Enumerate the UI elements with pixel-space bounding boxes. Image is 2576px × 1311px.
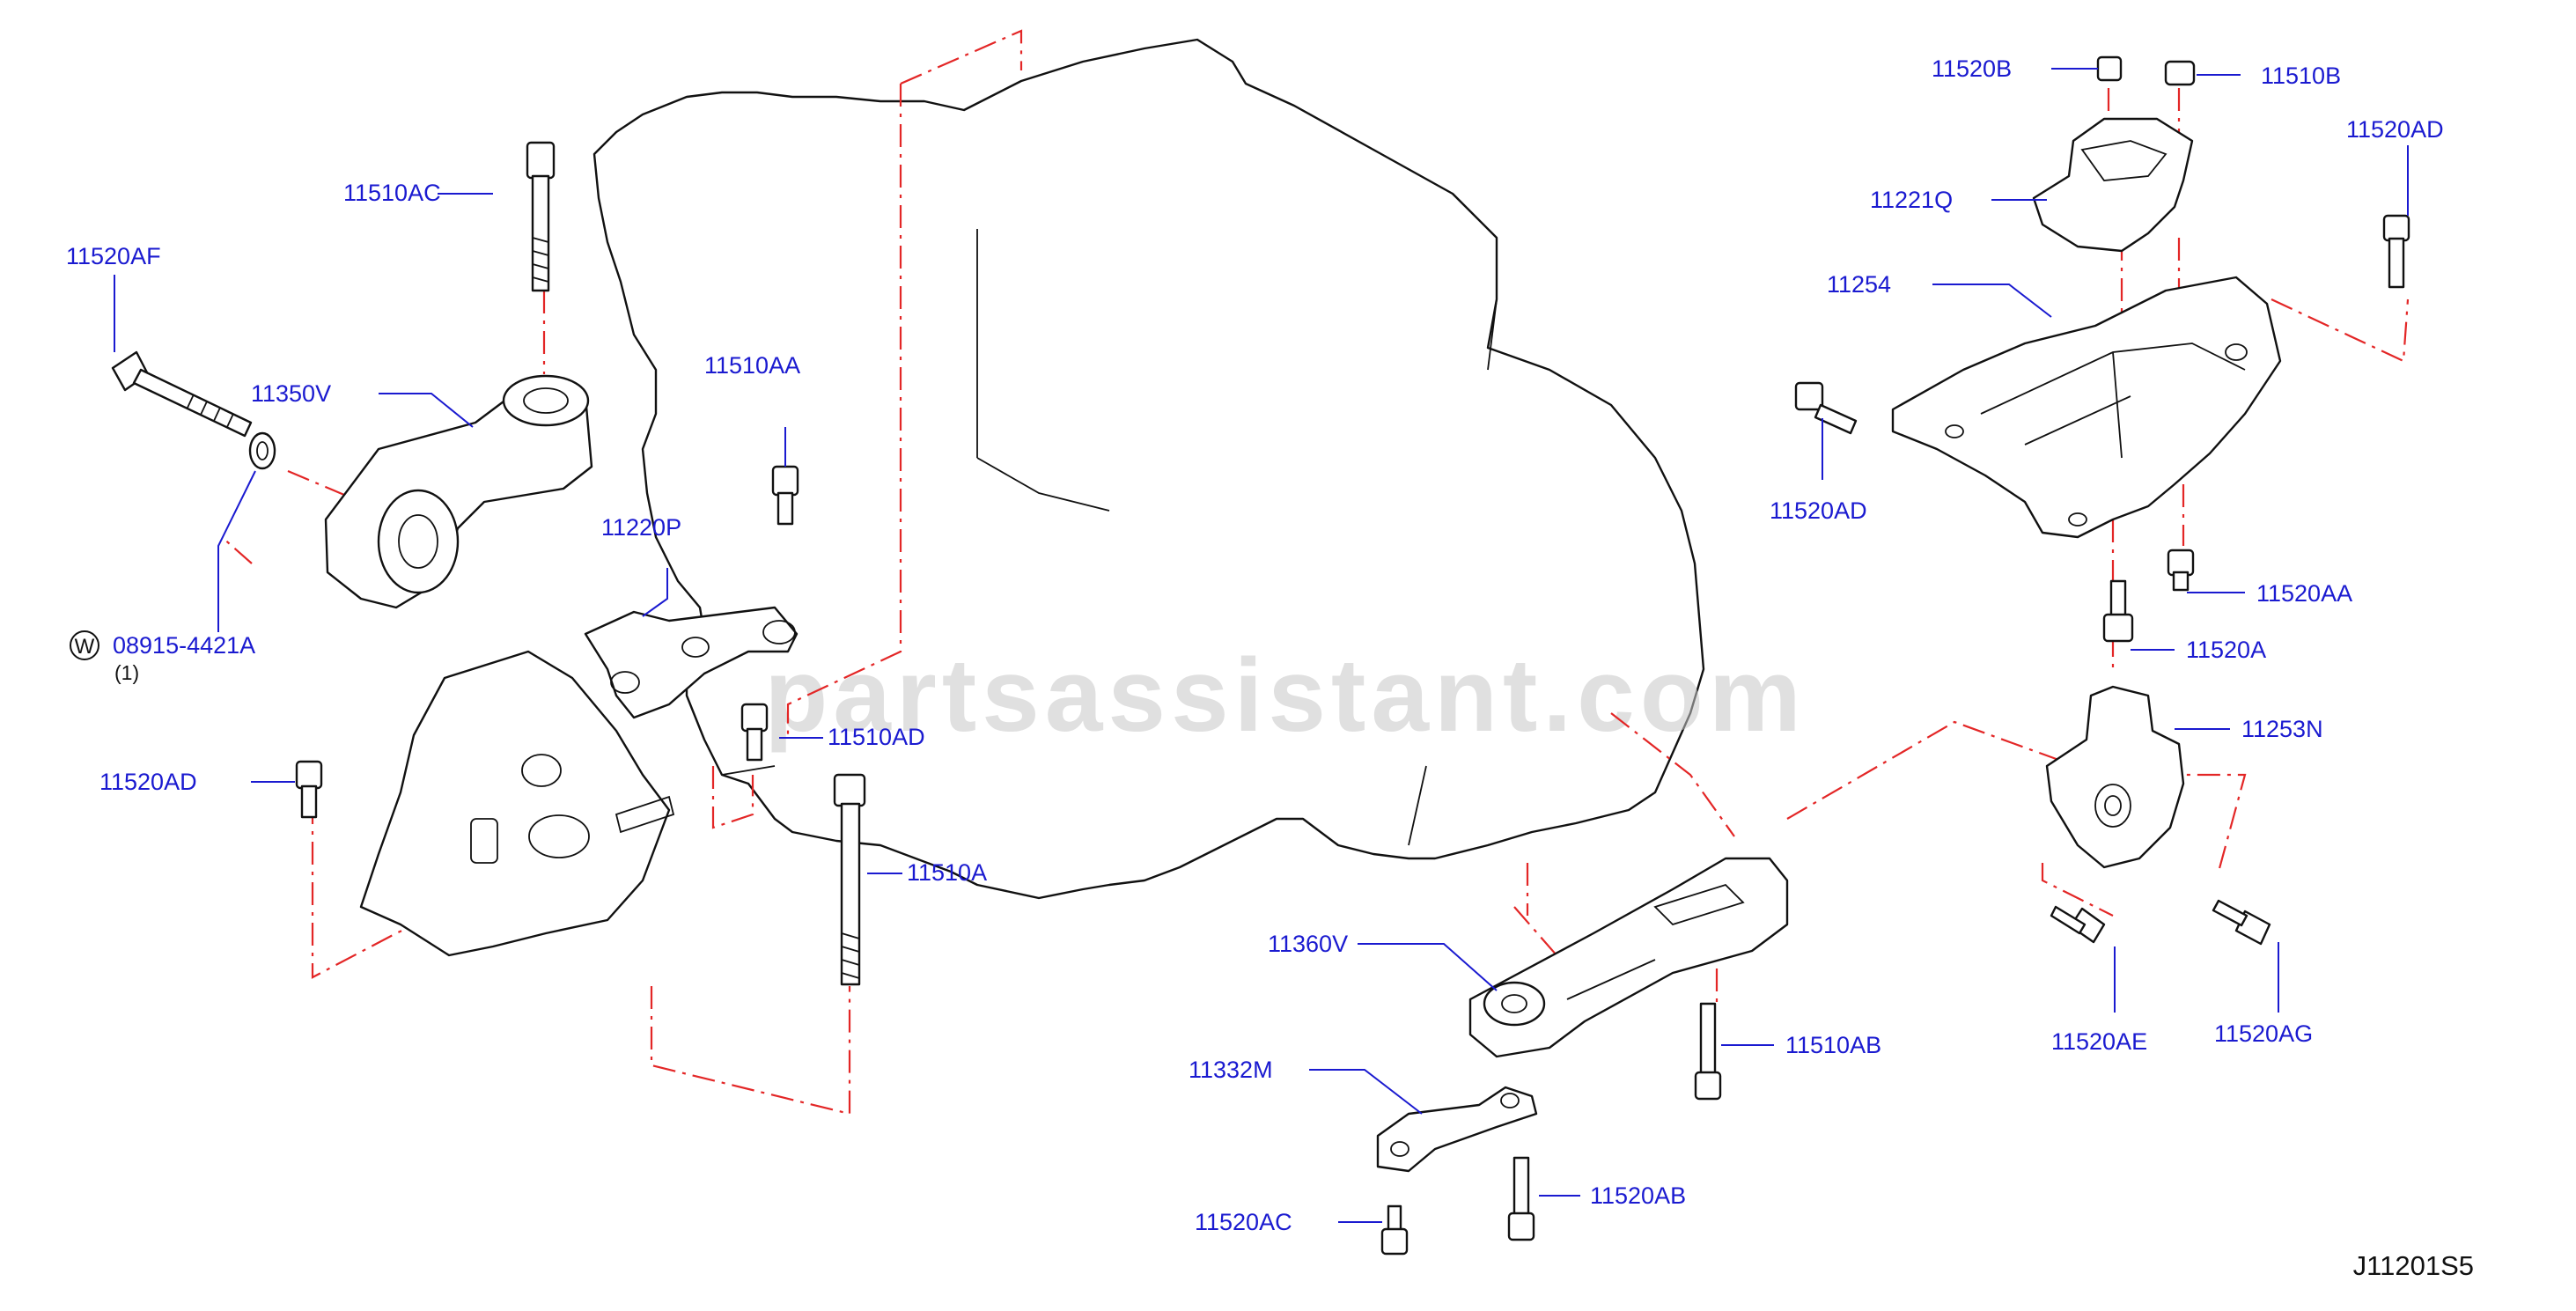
torque-rod-11350V [324, 374, 593, 609]
nut-11520B [2096, 55, 2123, 82]
label-11510AB[interactable]: 11510AB [1785, 1032, 1881, 1058]
label-11220P[interactable]: 11220P [601, 514, 681, 541]
label-11520AD-right[interactable]: 11520AD [1770, 497, 1867, 524]
bolt-11510A [833, 773, 866, 986]
bolt-11510AB [1694, 1002, 1722, 1101]
engine-block [592, 38, 1705, 900]
bracket-11254 [1891, 276, 2282, 539]
label-11510A[interactable]: 11510A [907, 859, 987, 886]
label-11332M[interactable]: 11332M [1189, 1057, 1273, 1083]
part-labels: 11510AC 11520AF 11350V W 08915-4421A (1)… [66, 55, 2444, 1235]
label-11520AG[interactable]: 11520AG [2214, 1020, 2313, 1047]
leader-lines [114, 68, 2409, 1223]
washer-symbol: W [75, 635, 95, 659]
bolt-11520AD-top [2382, 214, 2410, 289]
bolt-11520AC [1380, 1204, 1409, 1256]
label-11510AD[interactable]: 11510AD [828, 724, 925, 750]
bolt-11520AF [111, 350, 253, 438]
label-08915-qty: (1) [114, 661, 139, 684]
watermark-text: partsassistant.com [764, 637, 1807, 754]
label-11520AD-top[interactable]: 11520AD [2346, 116, 2444, 143]
label-11520A[interactable]: 11520A [2186, 637, 2266, 663]
bolt-11510AC [526, 141, 556, 292]
label-11510AC[interactable]: 11510AC [343, 180, 441, 206]
label-11520AD-left[interactable]: 11520AD [99, 769, 197, 795]
bolt-11520AD-right [1794, 381, 1858, 435]
bolt-11520AA [2167, 549, 2195, 592]
label-11520AA[interactable]: 11520AA [2256, 580, 2352, 607]
label-08915-4421A[interactable]: 08915-4421A [113, 632, 255, 659]
diagram-code: J11201S5 [2353, 1250, 2474, 1281]
bolt-11510AA [771, 465, 799, 526]
label-11253N[interactable]: 11253N [2241, 716, 2323, 742]
bolt-11520AG [2212, 899, 2271, 946]
bolt-11520AD-left [295, 760, 323, 819]
label-11520B[interactable]: 11520B [1932, 55, 2012, 82]
nut-11510B [2164, 60, 2196, 86]
bolt-11520A [2102, 579, 2134, 643]
rear-mount-11360V [1468, 857, 1789, 1058]
label-11350V[interactable]: 11350V [251, 380, 331, 407]
washer-symbol-circle [70, 630, 99, 660]
label-11360V[interactable]: 11360V [1268, 931, 1348, 957]
insulator-11221Q [2032, 117, 2194, 253]
bracket-11220P [584, 606, 799, 719]
label-11254[interactable]: 11254 [1827, 271, 1891, 298]
washer-08915 [248, 431, 276, 470]
bolt-11520AE [2050, 905, 2106, 944]
bolt-11520AB [1507, 1156, 1535, 1241]
plate-11332M [1376, 1086, 1538, 1173]
label-11221Q[interactable]: 11221Q [1870, 187, 1953, 213]
engine-mount-left [359, 650, 675, 957]
label-11520AC[interactable]: 11520AC [1195, 1209, 1292, 1235]
label-11510AA[interactable]: 11510AA [704, 352, 800, 379]
label-11510B[interactable]: 11510B [2261, 63, 2341, 89]
assembly-dash-lines [221, 29, 2410, 1116]
label-11520AE[interactable]: 11520AE [2051, 1028, 2147, 1055]
bolt-11510AD [740, 703, 769, 762]
mount-11253N [2045, 685, 2185, 869]
label-11520AB[interactable]: 11520AB [1590, 1182, 1686, 1209]
label-11520AF[interactable]: 11520AF [66, 243, 161, 269]
